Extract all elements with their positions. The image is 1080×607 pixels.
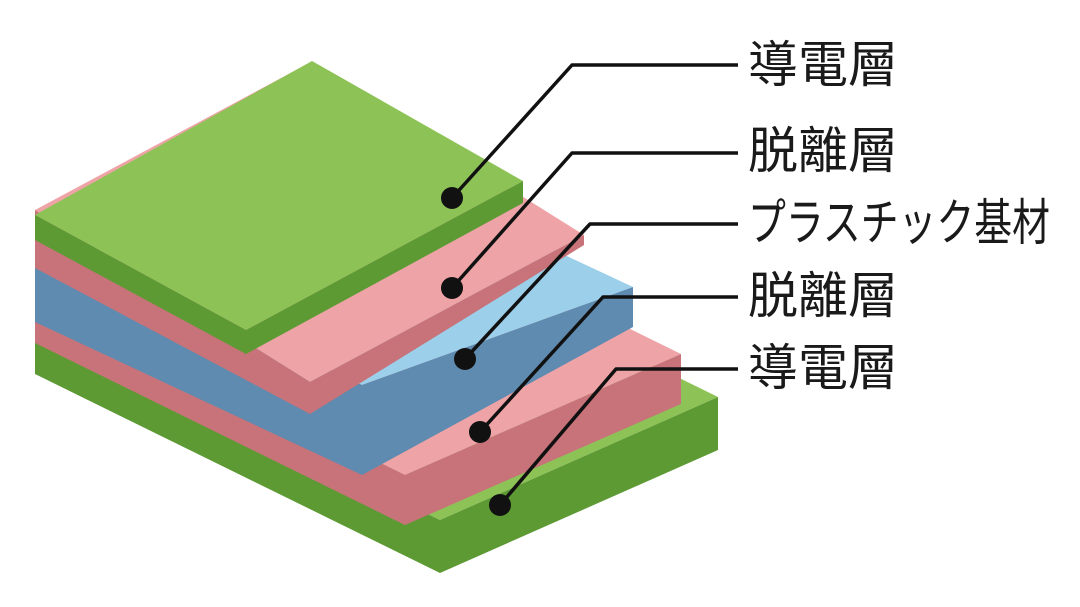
- top-conductive-layer: [35, 61, 523, 354]
- f-cs-face: [246, 181, 523, 354]
- leader-dot-4: [469, 421, 491, 443]
- f-ss-face: [362, 287, 633, 475]
- label-top-conductive-layer: 導電層: [748, 36, 898, 94]
- f-cs-face: [440, 397, 718, 573]
- label-bottom-conductive-layer: 導電層: [748, 339, 898, 397]
- f-ct-face: [35, 61, 523, 330]
- leader-dots: [441, 187, 511, 516]
- leader-line-5: [498, 367, 738, 507]
- leader-dot-3: [454, 348, 476, 370]
- leader-line-3: [463, 222, 738, 361]
- leader-dot-1: [441, 187, 463, 209]
- f-rs-face: [310, 235, 584, 414]
- layer-labels: 導電層 脱離層 プラスチック基材 脱離層 導電層: [748, 36, 1050, 397]
- leader-dot-2: [441, 277, 463, 299]
- label-bottom-release-layer: 脱離層: [748, 267, 898, 325]
- leader-dot-5: [489, 494, 511, 516]
- f-rs-face: [405, 354, 681, 525]
- label-top-release-layer: 脱離層: [748, 122, 898, 180]
- leader-line-1: [450, 63, 738, 200]
- leader-line-2: [450, 151, 738, 290]
- leader-line-4: [478, 295, 738, 434]
- label-plastic-substrate: プラスチック基材: [748, 194, 1050, 252]
- f-cs-face: [35, 215, 246, 354]
- leader-lines: [450, 63, 738, 507]
